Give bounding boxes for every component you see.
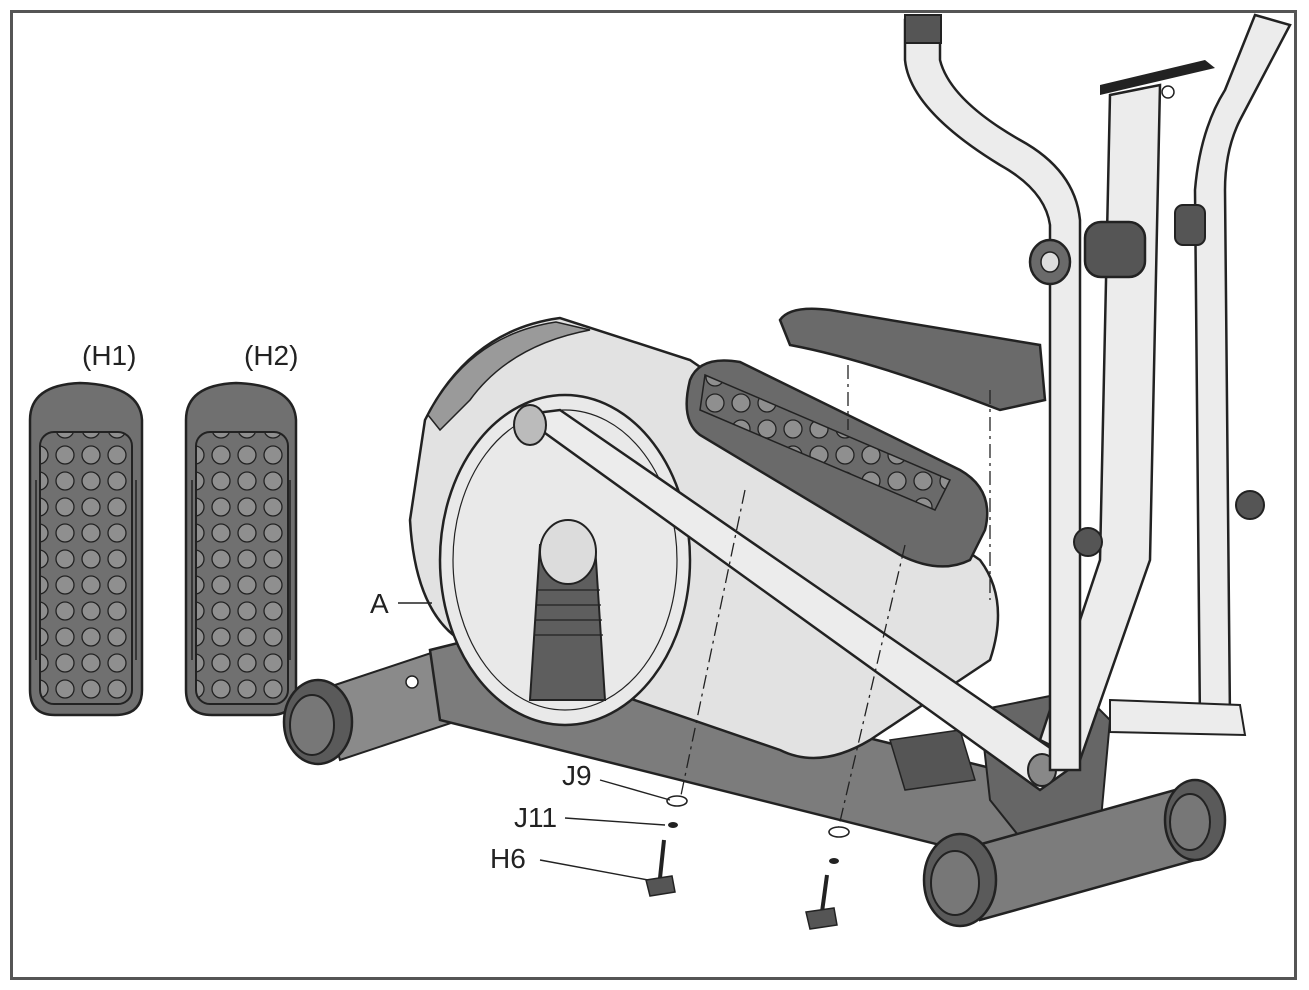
label-h2: (H2): [244, 340, 299, 371]
pedal-on-arm: [685, 359, 989, 568]
handlebar-right: [1109, 13, 1292, 737]
label-h6: H6: [490, 843, 526, 874]
label-a: A: [370, 588, 389, 619]
second-pedal: [778, 307, 1047, 412]
label-j11: J11: [514, 802, 558, 833]
handlebar-left: [903, 14, 1147, 772]
label-j9: J9: [562, 760, 592, 791]
label-h1: (H1): [82, 340, 137, 371]
pedal-h2: [184, 381, 298, 717]
front-stabilizer: [922, 778, 1227, 928]
pedal-h1: [28, 381, 144, 717]
leader-lines: [398, 602, 671, 881]
fastener-stack-left: [645, 795, 688, 897]
rear-stabilizer: [282, 648, 462, 766]
fastener-stack-right: [805, 826, 850, 930]
assembly-guide-lines: [679, 365, 991, 831]
